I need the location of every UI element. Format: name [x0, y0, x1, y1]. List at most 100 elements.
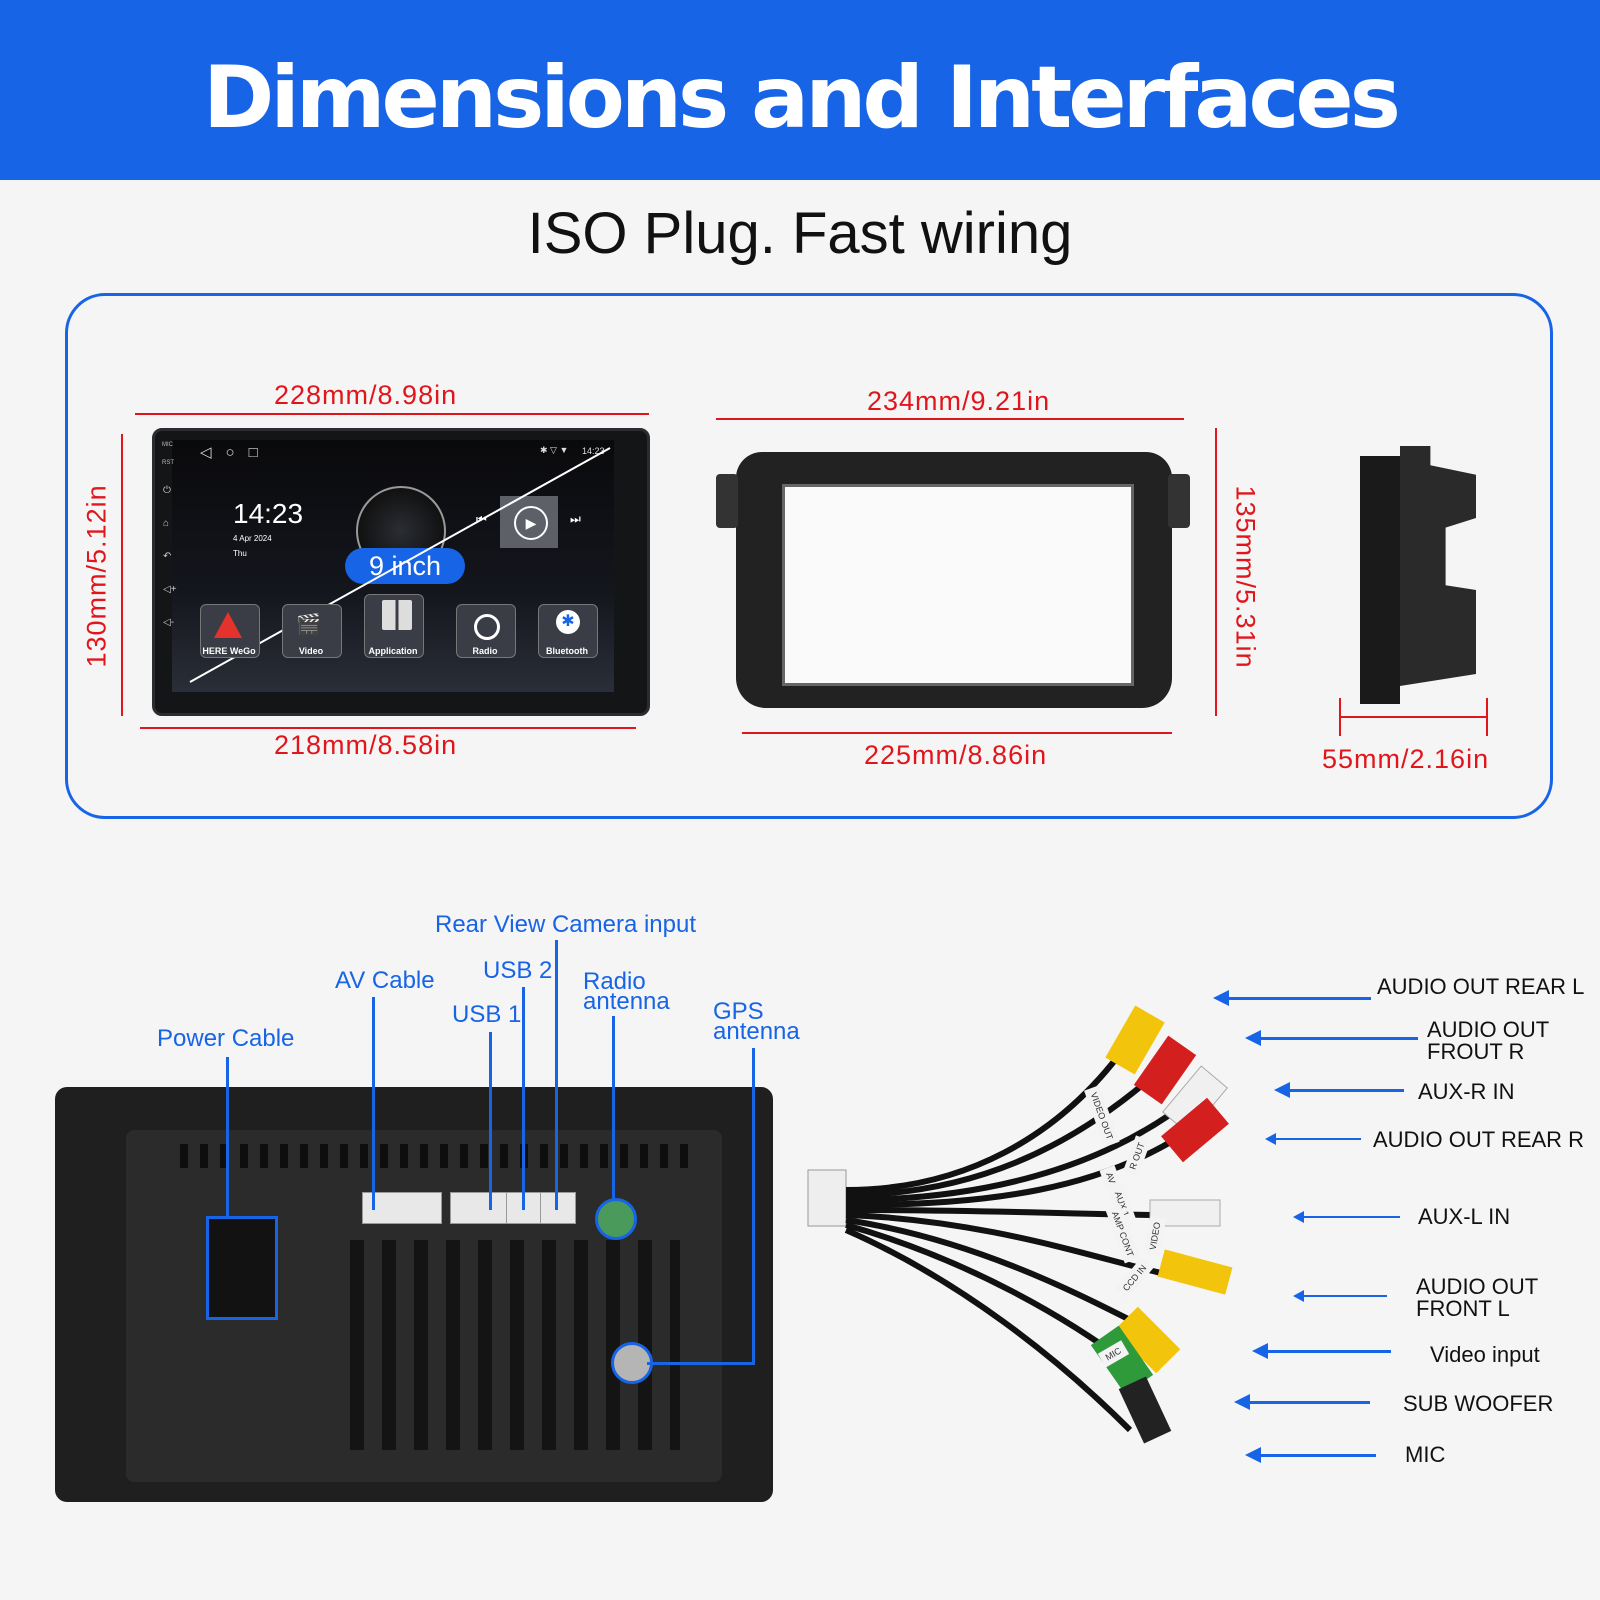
- radio-antenna-line: [612, 1016, 615, 1200]
- video-icon: 🎬: [296, 614, 321, 636]
- side-icons: ⏻⌂↶◁+◁-: [163, 485, 177, 628]
- back-panel-vents: [180, 1144, 700, 1168]
- media-next-icon[interactable]: ⏭: [570, 512, 581, 526]
- gps-antenna-label-1: GPS: [713, 998, 764, 1025]
- radio-top-width-label: 228mm/8.98in: [274, 380, 458, 410]
- page-subtitle: ISO Plug. Fast wiring: [527, 201, 1073, 266]
- av-connector: [362, 1192, 442, 1224]
- app-label-bluetooth: Bluetooth: [546, 646, 588, 656]
- frame-height-label: 135mm/5.31in: [1230, 485, 1261, 669]
- gps-antenna-label-2: antenna: [713, 1018, 800, 1045]
- radio-antenna-label-1: Radio: [583, 968, 646, 995]
- clock-weekday: Thu: [233, 549, 247, 558]
- gps-antenna-line-h: [647, 1362, 755, 1365]
- label-audio-out-rear-r: AUDIO OUT REAR R: [1373, 1127, 1585, 1152]
- arrow-audio-out-frout-r: [1245, 1030, 1418, 1046]
- harness-plug: [807, 1169, 847, 1227]
- status-time: 14:23: [582, 446, 605, 456]
- label-aux-l-in: AUX-L IN: [1418, 1204, 1511, 1229]
- arrow-sub-woofer: [1234, 1394, 1370, 1410]
- frame-height-dim-line: [1215, 428, 1217, 716]
- camera-connector: [540, 1192, 576, 1224]
- power-connector: [206, 1216, 278, 1320]
- rca-yellow-2: [1157, 1249, 1233, 1295]
- frame-tab-left: [716, 474, 738, 528]
- app-label-radio: Radio: [472, 646, 498, 656]
- label-video-input: Video input: [1430, 1342, 1540, 1367]
- label-audio-out-rear-l: AUDIO OUT REAR L: [1377, 974, 1585, 999]
- usb2-line: [522, 987, 525, 1210]
- usb1-label: USB 1: [452, 1001, 522, 1028]
- frame-bottom-width-label: 225mm/8.86in: [864, 740, 1048, 770]
- bluetooth-icon: ✱: [556, 610, 580, 634]
- here-wego-icon: [214, 612, 242, 638]
- play-icon: ▶: [514, 506, 548, 540]
- frame-top-dim-line: [716, 418, 1184, 420]
- rca-yellow-3: [1113, 1306, 1181, 1374]
- side-label-rst: RST: [162, 460, 174, 466]
- page-title: Dimensions and Interfaces: [203, 48, 1401, 148]
- rear-camera-label: Rear View Camera input: [435, 911, 697, 938]
- usb1-line: [489, 1032, 492, 1210]
- frame-bottom-dim-line: [742, 732, 1172, 734]
- arrow-audio-out-rear-l: [1213, 990, 1371, 1006]
- app-label-application: Application: [368, 646, 418, 656]
- gps-antenna-line-v: [752, 1048, 755, 1365]
- usb2-label: USB 2: [483, 957, 553, 984]
- radio-bottom-width-label: 218mm/8.58in: [274, 730, 458, 760]
- label-audio-out-front-l-2: FRONT L: [1416, 1296, 1510, 1321]
- clock-time: 14:23: [233, 498, 304, 529]
- rca-yellow-1: [1105, 1005, 1165, 1075]
- arrow-aux-l-in: [1293, 1212, 1400, 1222]
- rca-red-2: [1161, 1097, 1229, 1163]
- arrow-mic: [1245, 1447, 1376, 1463]
- depth-dim-tick-left: [1339, 698, 1341, 736]
- rca-green: [1090, 1325, 1154, 1395]
- app-radio-button[interactable]: [456, 604, 516, 658]
- depth-dim-line: [1339, 716, 1487, 718]
- rca-red-1: [1133, 1035, 1197, 1105]
- label-aux-r-in: AUX-R IN: [1418, 1079, 1515, 1104]
- depth-dim-tick-right: [1486, 698, 1488, 736]
- label-audio-out-front-l-1: AUDIO OUT: [1416, 1274, 1539, 1299]
- label-mic: MIC: [1405, 1442, 1446, 1467]
- arrow-aux-r-in: [1274, 1082, 1404, 1098]
- mounting-frame-opening: [782, 484, 1134, 686]
- screen-diagonal-line: [189, 447, 611, 683]
- nav-icons: ◁○□: [200, 444, 272, 461]
- application-grid-icon: [382, 600, 412, 630]
- app-label-video: Video: [298, 646, 324, 656]
- depth-label: 55mm/2.16in: [1322, 744, 1490, 774]
- power-cable-line: [226, 1057, 229, 1217]
- unit-side-profile: [1360, 456, 1400, 704]
- arrow-video-input: [1252, 1343, 1391, 1359]
- dimensions-panel: [65, 293, 1553, 819]
- av-cable-label: AV Cable: [335, 967, 435, 994]
- header-banner: [0, 0, 1600, 180]
- app-video-button[interactable]: [282, 604, 342, 658]
- clock-date: 4 Apr 2024: [233, 534, 272, 543]
- radio-height-label: 130mm/5.12in: [81, 484, 112, 668]
- radio-antenna-connector: [595, 1198, 637, 1240]
- app-label-here-wego: HERE WeGo: [202, 646, 256, 656]
- arrow-audio-out-rear-r: [1265, 1134, 1361, 1144]
- camera-line: [555, 940, 558, 1210]
- side-label-mic: MIC: [162, 442, 173, 448]
- radio-antenna-label-2: antenna: [583, 988, 670, 1015]
- arrow-audio-out-front-l: [1293, 1291, 1387, 1301]
- power-cable-label: Power Cable: [157, 1025, 295, 1052]
- av-cable-line: [372, 997, 375, 1210]
- status-icons: ✱ ▽ ▼: [540, 445, 569, 455]
- radio-height-dim-line: [121, 434, 123, 716]
- radio-top-dim-line: [135, 413, 649, 415]
- mic-jack: [1118, 1376, 1172, 1444]
- frame-tab-right: [1168, 474, 1190, 528]
- size-badge: 9 inch: [345, 548, 465, 584]
- radio-icon: [474, 614, 500, 640]
- rca-harness: [807, 1005, 1233, 1444]
- frame-top-width-label: 234mm/9.21in: [867, 386, 1051, 416]
- label-audio-out-frout-r-1: AUDIO OUT: [1427, 1017, 1550, 1042]
- label-sub-woofer: SUB WOOFER: [1403, 1391, 1554, 1416]
- usb1-connector: [450, 1192, 508, 1224]
- label-audio-out-frout-r-2: FROUT R: [1427, 1039, 1525, 1064]
